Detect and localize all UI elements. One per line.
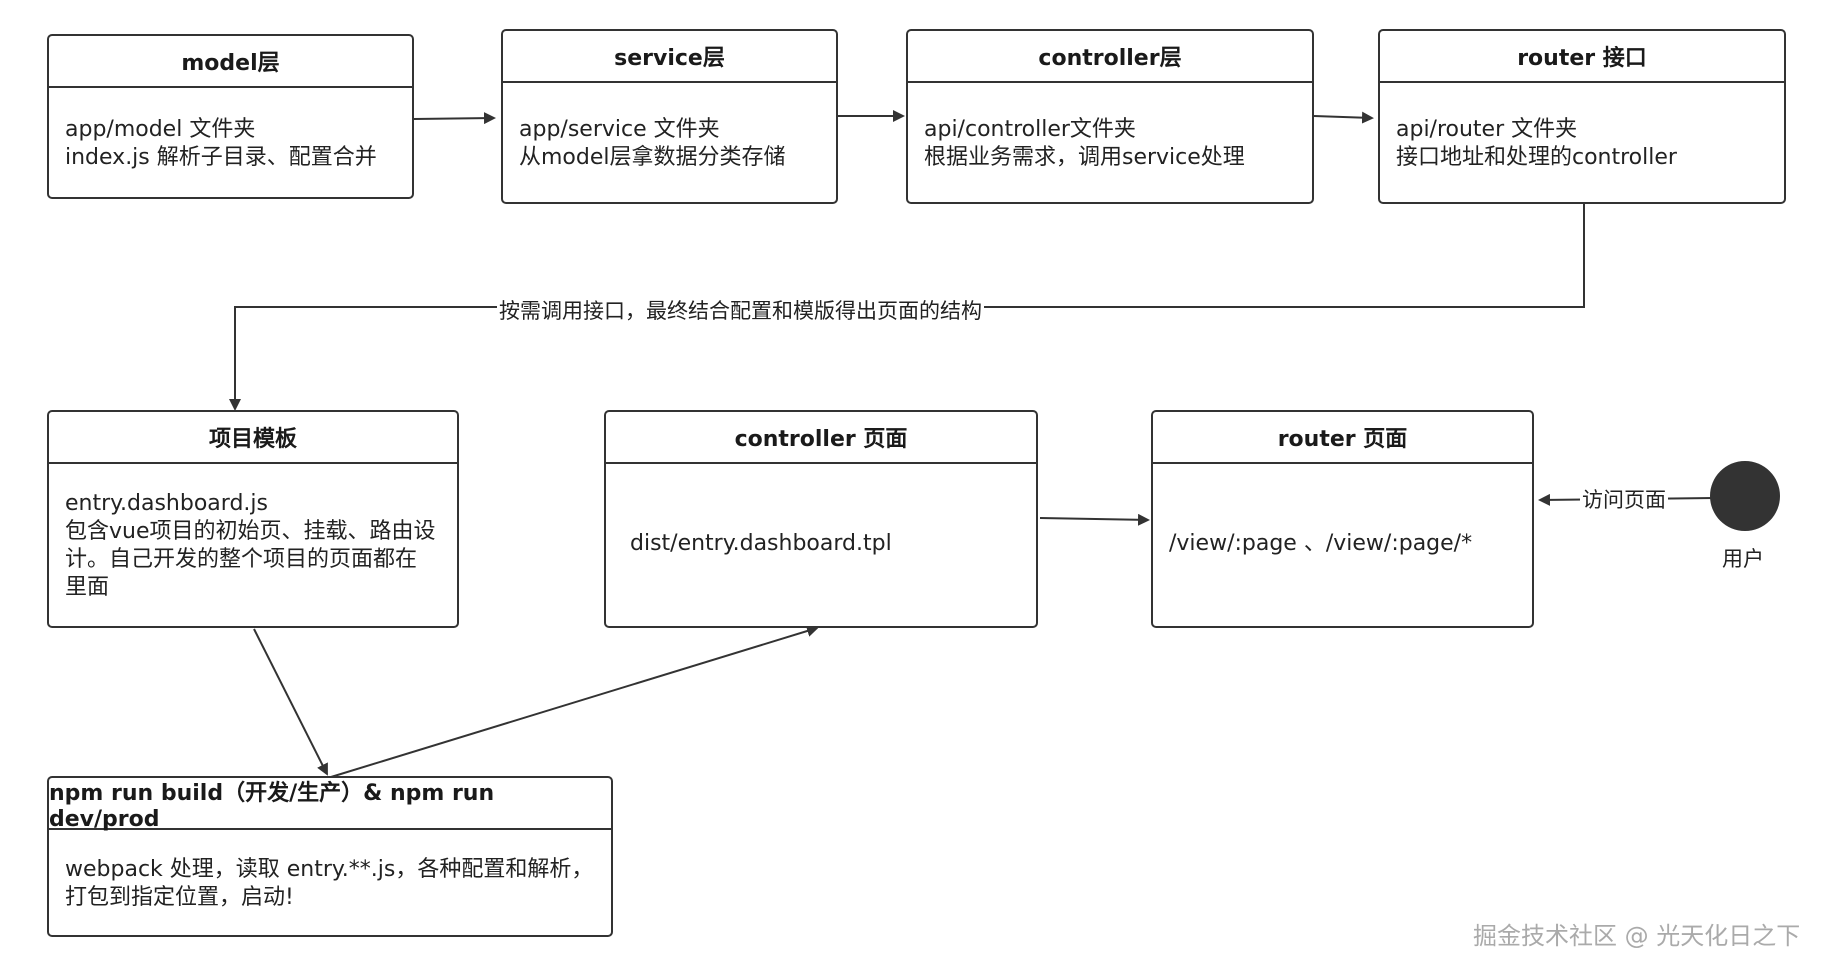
node-body: api/controller文件夹 根据业务需求，调用service处理 (924, 116, 1300, 172)
node-title: model层 (49, 36, 412, 88)
node-line: app/service 文件夹 (519, 117, 720, 142)
node-line: 接口地址和处理的controller (1396, 145, 1677, 170)
node-title: service层 (503, 31, 836, 83)
user-actor-icon (1710, 461, 1780, 531)
node-body: entry.dashboard.js 包含vue项目的初始页、挂载、路由设 计。… (65, 490, 445, 602)
router-api-node: router 接口 api/router 文件夹 接口地址和处理的control… (1378, 29, 1786, 204)
edge-build-to-controller-page (330, 625, 819, 778)
node-title: npm run build（开发/生产）& npm run dev/prod (49, 778, 611, 832)
node-body: api/router 文件夹 接口地址和处理的controller (1396, 116, 1772, 172)
node-line: 从model层拿数据分类存储 (519, 145, 786, 170)
service-layer-node: service层 app/service 文件夹 从model层拿数据分类存储 (501, 29, 838, 204)
node-line: 计。自己开发的整个项目的页面都在 (65, 547, 418, 572)
node-line: api/router 文件夹 (1396, 117, 1578, 142)
node-line: 根据业务需求，调用service处理 (924, 145, 1245, 170)
node-line: index.js 解析子目录、配置合并 (65, 145, 377, 170)
node-title: controller层 (908, 31, 1312, 83)
user-actor-label: 用户 (1722, 547, 1764, 571)
edge-template-to-build (253, 628, 328, 776)
controller-page-node: controller 页面 dist/entry.dashboard.tpl (604, 410, 1038, 628)
node-line: 里面 (65, 575, 110, 600)
node-body: dist/entry.dashboard.tpl (630, 530, 1024, 558)
watermark: 掘金技术社区 @ 光天化日之下 (1473, 922, 1801, 950)
model-layer-node: model层 app/model 文件夹 index.js 解析子目录、配置合并 (47, 34, 414, 199)
node-line: 包含vue项目的初始页、挂载、路由设 (65, 519, 436, 544)
router-page-node: router 页面 /view/:page 、/view/:page/* (1151, 410, 1534, 628)
project-template-node: 项目模板 entry.dashboard.js 包含vue项目的初始页、挂载、路… (47, 410, 459, 628)
node-body: app/service 文件夹 从model层拿数据分类存储 (519, 116, 824, 172)
node-line: app/model 文件夹 (65, 117, 256, 142)
edge-label-router-to-template: 按需调用接口，最终结合配置和模版得出页面的结构 (497, 295, 984, 325)
npm-build-node: npm run build（开发/生产）& npm run dev/prod w… (47, 776, 613, 937)
node-line: /view/:page 、/view/:page/* (1169, 531, 1473, 556)
controller-layer-node: controller层 api/controller文件夹 根据业务需求，调用s… (906, 29, 1314, 204)
node-title: 项目模板 (49, 412, 457, 464)
node-body: app/model 文件夹 index.js 解析子目录、配置合并 (65, 116, 400, 172)
edge-controller-to-router (1313, 111, 1374, 124)
node-title: router 接口 (1380, 31, 1784, 83)
node-line: api/controller文件夹 (924, 117, 1136, 142)
node-line: dist/entry.dashboard.tpl (630, 531, 892, 556)
node-line: entry.dashboard.js (65, 491, 268, 516)
node-body: /view/:page 、/view/:page/* (1169, 530, 1520, 558)
node-line: webpack 处理，读取 entry.**.js，各种配置和解析， (65, 857, 594, 882)
edge-model-to-service (413, 112, 496, 125)
node-body: webpack 处理，读取 entry.**.js，各种配置和解析， 打包到指定… (65, 856, 599, 912)
node-line: 打包到指定位置，启动! (65, 885, 294, 910)
edge-label-user-visit: 访问页面 (1580, 484, 1668, 514)
node-title: router 页面 (1153, 412, 1532, 464)
node-title: controller 页面 (606, 412, 1036, 464)
edge-controller-page-to-router-page (1039, 513, 1150, 526)
